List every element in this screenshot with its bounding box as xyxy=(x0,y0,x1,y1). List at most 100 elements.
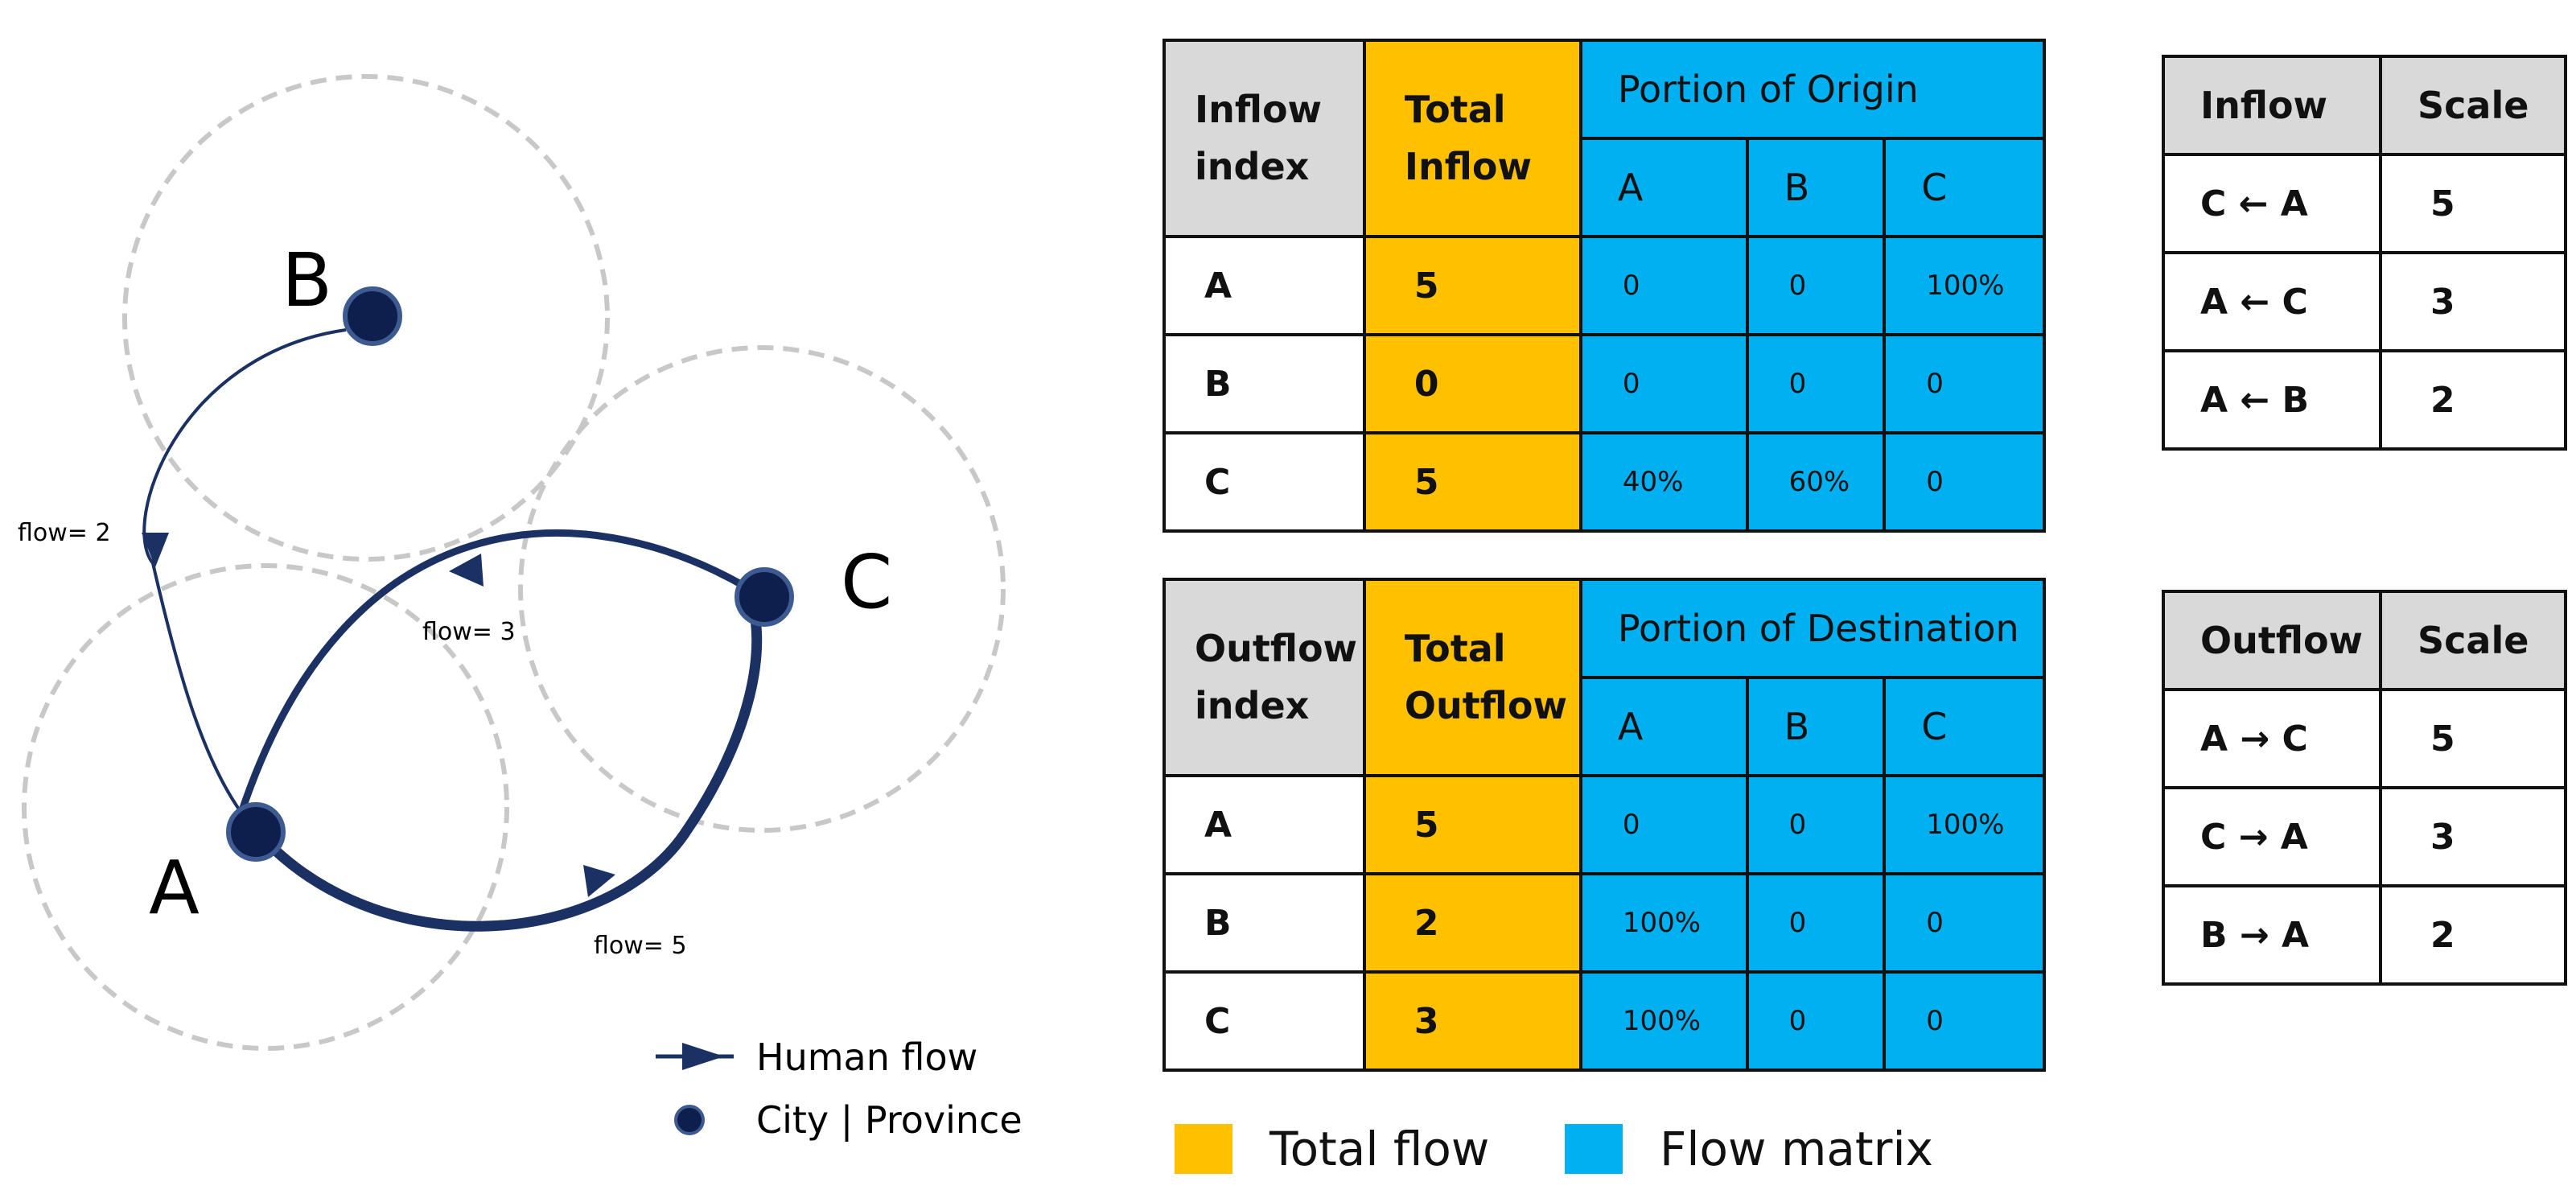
inflow-col-a: A xyxy=(1578,137,1749,238)
outflow-table: Outflow index Total Outflow Portion of D… xyxy=(1162,578,2047,1072)
range-circle-b xyxy=(122,74,610,562)
table-row: C 3 100% 0 0 xyxy=(1162,970,2046,1072)
legend-arrow-icon xyxy=(682,1043,724,1070)
row-index: A xyxy=(1162,774,1366,875)
city-label-a: A xyxy=(149,845,200,931)
inflow-scale-table: Inflow Scale C ← A 5 A ← C 3 A ← B 2 xyxy=(2162,55,2567,451)
city-label-b: B xyxy=(282,237,332,323)
scale-route: C ← A xyxy=(2162,153,2382,254)
range-circle-c xyxy=(518,345,1006,833)
scale-route: A → C xyxy=(2162,688,2382,789)
row-total: 2 xyxy=(1362,872,1582,974)
flow-a-to-c xyxy=(237,585,763,932)
flow-label-b-to-a: flow= 2 xyxy=(18,519,111,547)
total-flow-swatch xyxy=(1175,1124,1232,1174)
row-index: B xyxy=(1162,333,1366,434)
inflow-scale-value-header: Scale xyxy=(2379,55,2567,156)
row-total: 5 xyxy=(1362,431,1582,533)
flow-b-to-a xyxy=(142,328,347,814)
outflow-col-a: A xyxy=(1578,676,1749,777)
city-node-c xyxy=(735,567,794,627)
legend-city-icon xyxy=(674,1105,705,1135)
total-flow-label: Total flow xyxy=(1269,1122,1490,1176)
inflow-col-c: C xyxy=(1883,137,2046,238)
matrix-cell: 0 xyxy=(1745,333,1887,434)
arrowhead-a-to-c xyxy=(583,865,615,897)
legend-total-flow: Total flow xyxy=(1175,1117,1489,1181)
table-row: C → A 3 xyxy=(2162,786,2567,887)
legend-city-label: City | Province xyxy=(756,1098,1023,1143)
row-index: B xyxy=(1162,872,1366,974)
table-row: A 5 0 0 100% xyxy=(1162,235,2046,336)
matrix-cell: 0 xyxy=(1883,333,2046,434)
row-total: 5 xyxy=(1362,774,1582,875)
scale-route: B → A xyxy=(2162,884,2382,986)
matrix-cell: 100% xyxy=(1883,774,2046,875)
city-node-b xyxy=(343,286,402,346)
row-index: C xyxy=(1162,970,1366,1072)
table-row: C 5 40% 60% 0 xyxy=(1162,431,2046,533)
city-node-a xyxy=(226,802,286,862)
arrowhead-b-to-a xyxy=(142,533,169,567)
row-index: C xyxy=(1162,431,1366,533)
matrix-cell: 0 xyxy=(1578,333,1749,434)
inflow-scale-route-header: Inflow xyxy=(2162,55,2382,156)
table-row: B 2 100% 0 0 xyxy=(1162,872,2046,974)
matrix-cell: 0 xyxy=(1745,774,1887,875)
scale-route: C → A xyxy=(2162,786,2382,887)
matrix-cell: 0 xyxy=(1745,235,1887,336)
table-row: A 5 0 0 100% xyxy=(1162,774,2046,875)
arrowhead-c-to-a xyxy=(449,554,484,587)
table-row: B → A 2 xyxy=(2162,884,2567,986)
flow-matrix-label: Flow matrix xyxy=(1660,1122,1933,1176)
outflow-scale-table: Outflow Scale A → C 5 C → A 3 B → A 2 xyxy=(2162,590,2567,986)
matrix-cell: 100% xyxy=(1578,970,1749,1072)
matrix-cell: 100% xyxy=(1578,872,1749,974)
row-total: 3 xyxy=(1362,970,1582,1072)
outflow-scale-route-header: Outflow xyxy=(2162,590,2382,691)
table-row: A → C 5 xyxy=(2162,688,2567,789)
matrix-cell: 0 xyxy=(1745,872,1887,974)
inflow-table: Inflow index Total Inflow Portion of Ori… xyxy=(1162,39,2047,533)
matrix-cell: 0 xyxy=(1578,774,1749,875)
portion-of-destination-header: Portion of Destination xyxy=(1578,578,2047,679)
legend-flow-matrix: Flow matrix xyxy=(1565,1117,1933,1181)
scale-value: 5 xyxy=(2379,153,2567,254)
table-row: B 0 0 0 0 xyxy=(1162,333,2046,434)
inflow-col-b: B xyxy=(1745,137,1887,238)
row-total: 0 xyxy=(1362,333,1582,434)
city-label-c: C xyxy=(841,539,892,625)
matrix-cell: 0 xyxy=(1745,970,1887,1072)
flow-diagram: B C A flow= 2 flow= 3 flow= 5 Human flow… xyxy=(18,74,1023,1143)
flow-label-c-to-a: flow= 3 xyxy=(422,618,516,646)
matrix-cell: 0 xyxy=(1883,872,2046,974)
matrix-cell: 60% xyxy=(1745,431,1887,533)
matrix-cell: 0 xyxy=(1883,431,2046,533)
matrix-cell: 100% xyxy=(1883,235,2046,336)
matrix-cell: 40% xyxy=(1578,431,1749,533)
outflow-index-header: Outflow index xyxy=(1162,578,1366,777)
scale-value: 5 xyxy=(2379,688,2567,789)
flow-matrix-swatch xyxy=(1565,1124,1623,1174)
outflow-col-c: C xyxy=(1883,676,2046,777)
row-total: 5 xyxy=(1362,235,1582,336)
portion-of-origin-header: Portion of Origin xyxy=(1578,39,2047,140)
matrix-cell: 0 xyxy=(1578,235,1749,336)
legend-human-flow-label: Human flow xyxy=(756,1036,977,1079)
outflow-col-b: B xyxy=(1745,676,1887,777)
scale-value: 3 xyxy=(2379,786,2567,887)
table-row: A ← C 3 xyxy=(2162,251,2567,352)
inflow-index-header: Inflow index xyxy=(1162,39,1366,238)
table-row: A ← B 2 xyxy=(2162,349,2567,451)
total-inflow-header: Total Inflow xyxy=(1362,39,1582,238)
total-outflow-header: Total Outflow xyxy=(1362,578,1582,777)
table-row: C ← A 5 xyxy=(2162,153,2567,254)
flow-label-a-to-c: flow= 5 xyxy=(594,932,687,960)
outflow-scale-value-header: Scale xyxy=(2379,590,2567,691)
scale-value: 3 xyxy=(2379,251,2567,352)
scale-value: 2 xyxy=(2379,349,2567,451)
matrix-cell: 0 xyxy=(1883,970,2046,1072)
flow-c-to-a xyxy=(237,529,749,814)
scale-value: 2 xyxy=(2379,884,2567,986)
row-index: A xyxy=(1162,235,1366,336)
